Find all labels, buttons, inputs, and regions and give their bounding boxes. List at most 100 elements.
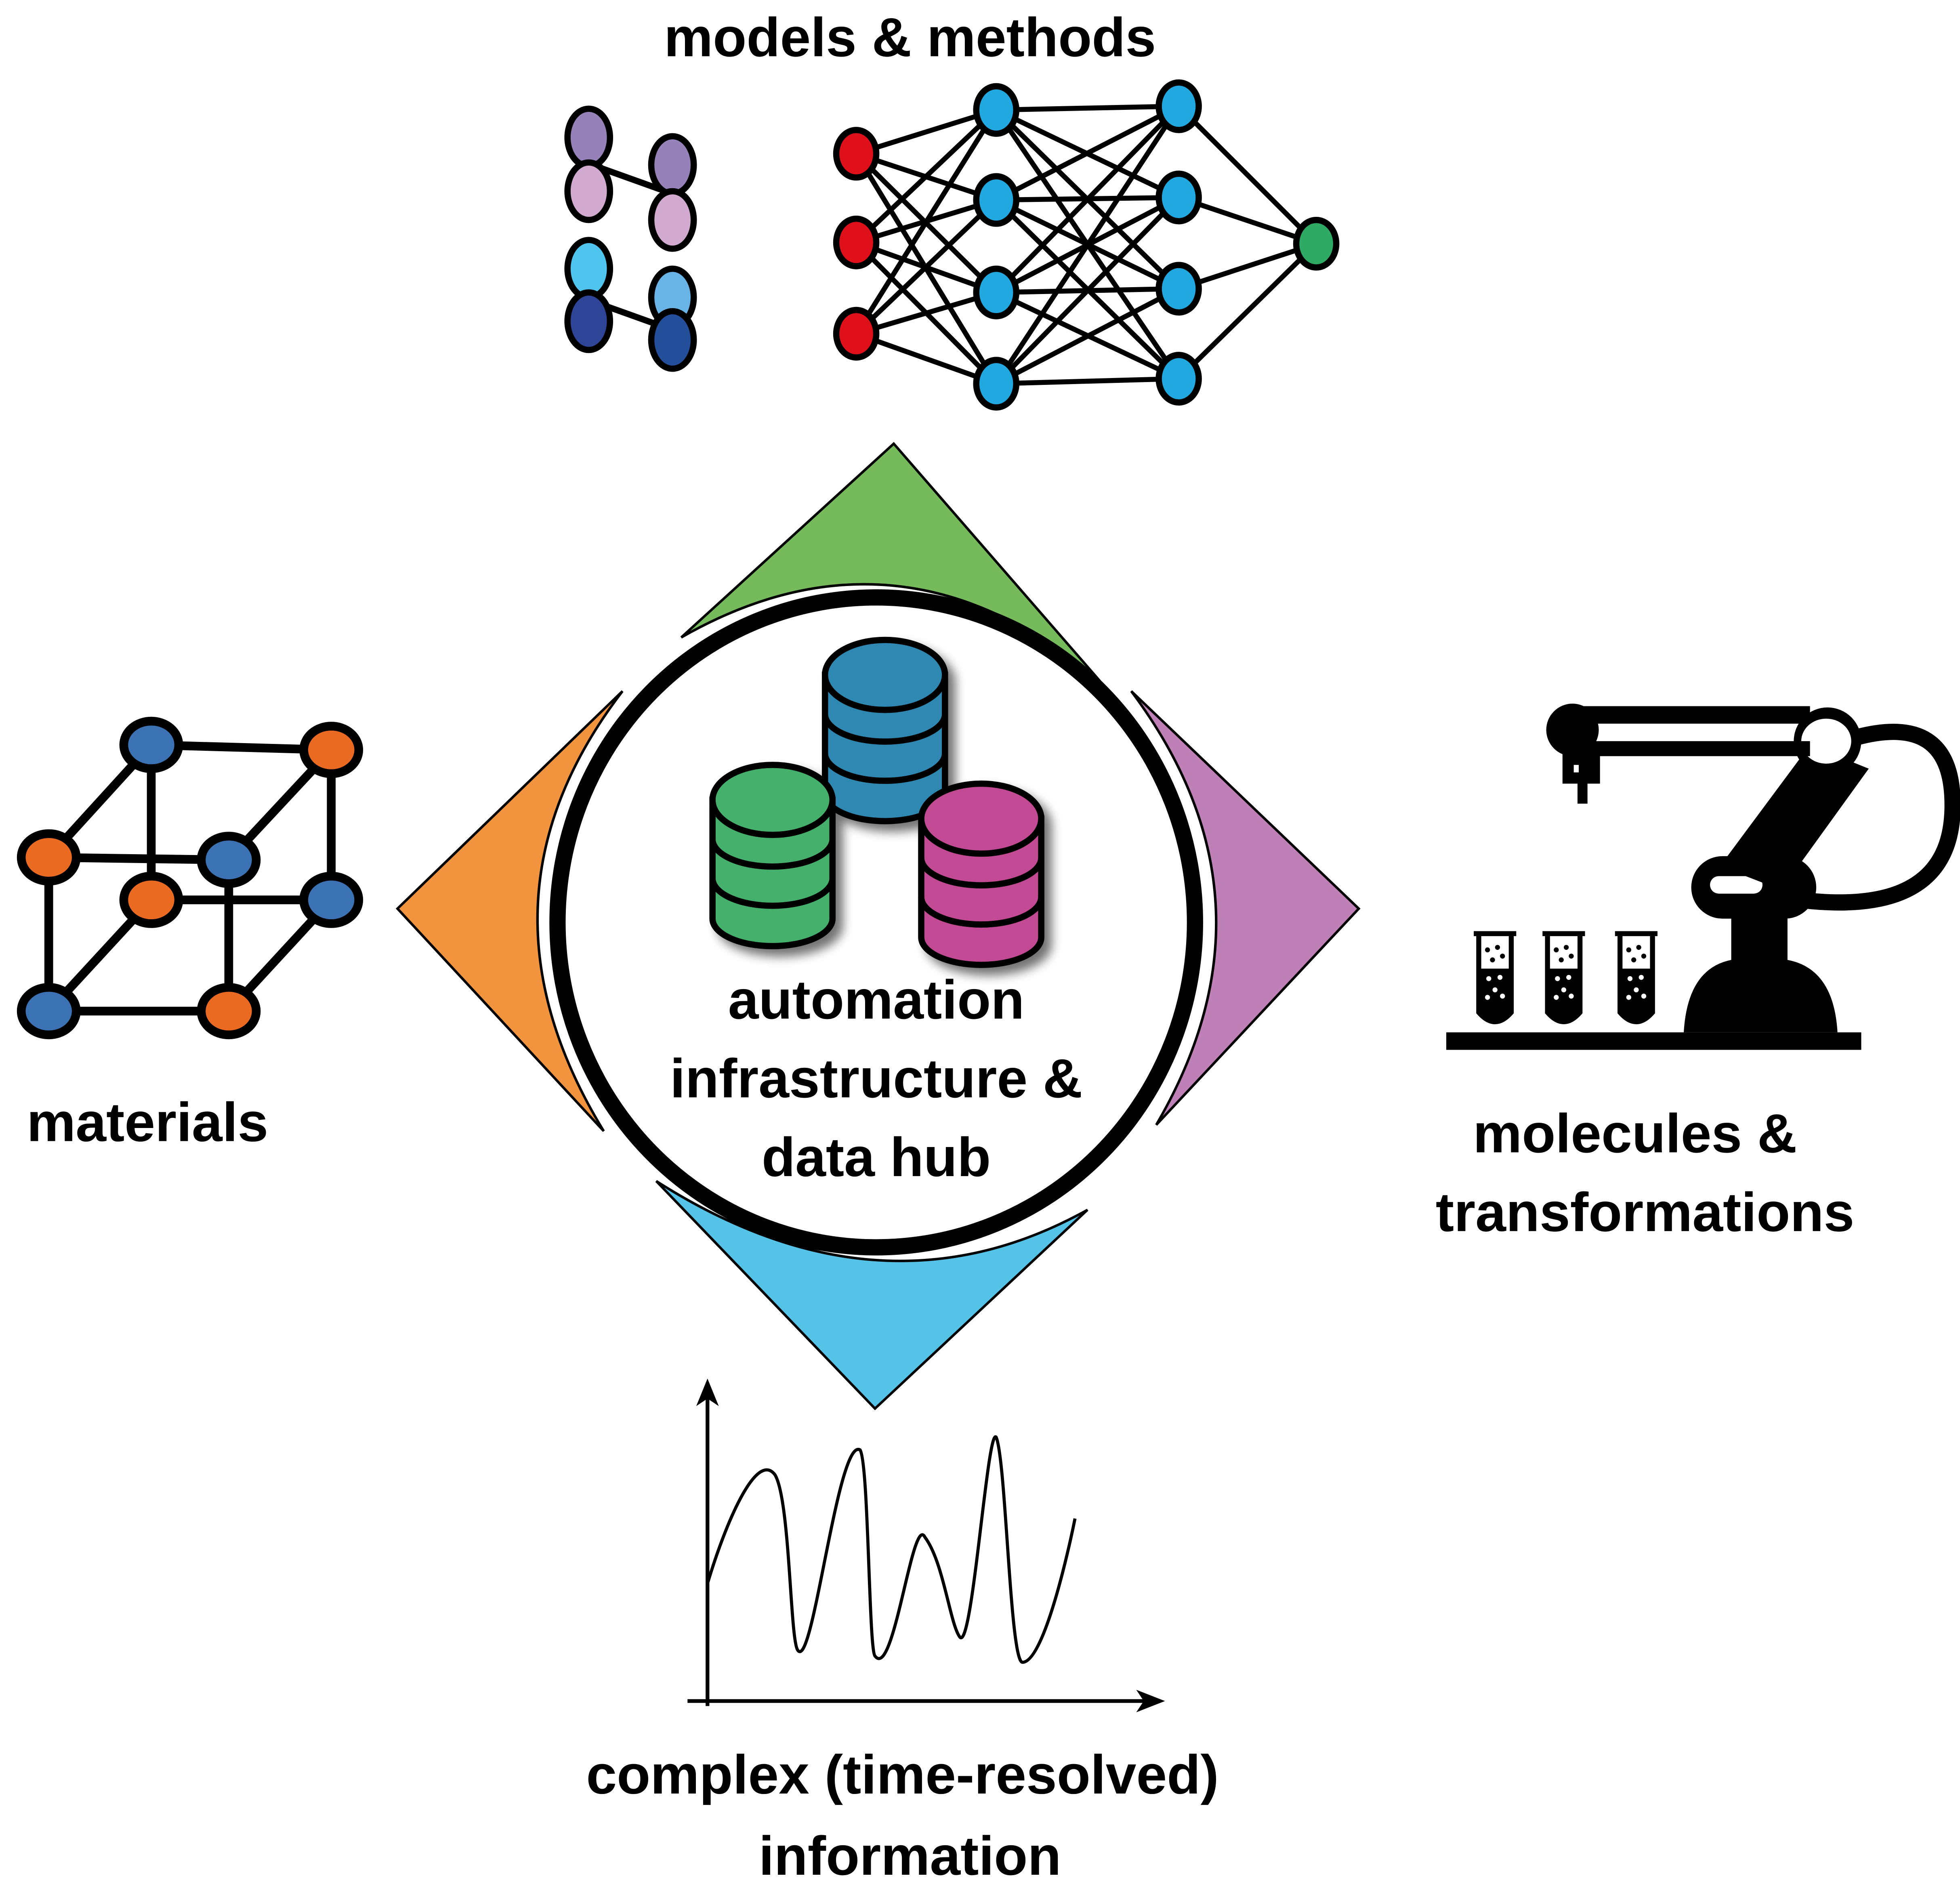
tube-bubble (1626, 947, 1632, 953)
nn-connection (1177, 242, 1318, 381)
nn-connection (855, 331, 997, 386)
lattice-atom (119, 872, 183, 928)
nn-hidden-node (973, 265, 1019, 319)
tube-bubble (1566, 975, 1571, 980)
crystal-lattice-icon (17, 716, 363, 1040)
test-tubes (1474, 931, 1658, 1024)
tube-bubble (1569, 994, 1574, 999)
tube-bubble (1485, 995, 1490, 1000)
nn-connection (855, 107, 997, 156)
nn-hidden-node (1155, 352, 1202, 406)
plot-signal-line (706, 1435, 1077, 1664)
tube-bubble (1561, 987, 1567, 993)
hub-title-line-1: automation (728, 969, 1025, 1030)
tube-bubble (1559, 957, 1564, 962)
tube-bubble (1486, 976, 1492, 981)
nn-hidden-node (1155, 170, 1202, 225)
tube-liquid (1547, 968, 1580, 1022)
lattice-atom (17, 983, 81, 1040)
database-body (709, 796, 836, 949)
nn-hidden-node (1155, 262, 1202, 316)
orbital-lobe (564, 289, 613, 353)
nn-connection (1178, 195, 1317, 246)
nn-connection (854, 108, 998, 244)
tube-rim (1615, 931, 1658, 936)
robot-cable (1799, 724, 1960, 911)
database-green (709, 762, 836, 949)
database-top (709, 762, 836, 838)
robot-upper-arm-lower (1572, 741, 1810, 756)
tube-bubble (1626, 995, 1632, 1000)
tube-bubble (1500, 994, 1505, 999)
database-top (918, 780, 1044, 857)
database-ring (709, 839, 836, 870)
nn-connection (855, 290, 997, 336)
pointer-left-orange (395, 690, 624, 1132)
tube-bubble (1554, 947, 1559, 953)
shoulder-hole (1801, 718, 1851, 764)
pointer-bottom-blue (655, 1180, 1088, 1411)
plot-x-arrowhead (1136, 1690, 1165, 1712)
section-title-complex-line-1: complex (time-resolved) (586, 1744, 1218, 1805)
nn-connection (1178, 241, 1317, 291)
lattice-atom (299, 872, 363, 928)
section-title-materials: materials (27, 1091, 268, 1153)
pointer-right-purple (1130, 690, 1361, 1126)
nn-connection (994, 105, 1181, 385)
tube-bubble (1641, 954, 1647, 959)
nn-input-node (833, 127, 880, 181)
hub-circle (549, 589, 1203, 1256)
robot-head (1546, 704, 1599, 756)
nn-hidden-node (973, 173, 1019, 227)
lattice-atom (119, 716, 183, 773)
database-ring (709, 878, 836, 909)
tube-bubble (1490, 957, 1495, 962)
lattice-atom (17, 829, 81, 886)
database-blue (821, 636, 948, 824)
nn-hidden-node (973, 357, 1019, 411)
nn-connection (994, 195, 1181, 386)
orbital-lobe (648, 188, 697, 252)
orbital-icon (564, 105, 697, 372)
tube-bubble (1555, 976, 1560, 981)
orbital-lobe (648, 308, 697, 372)
database-body (918, 815, 1044, 968)
orbital-lobe (564, 105, 613, 170)
nn-output-node (1293, 216, 1340, 271)
database-ring (918, 897, 1044, 928)
tube-bubble (1636, 945, 1641, 950)
nn-connection (854, 109, 998, 335)
robot-lower-arm (1720, 745, 1869, 890)
tube-rim (1474, 931, 1517, 936)
orbital-lobe (648, 133, 697, 197)
nn-hidden-node (1155, 79, 1202, 133)
elbow-slot (1710, 876, 1763, 894)
section-title-molecules-line-2: transformations (1436, 1181, 1855, 1243)
tube-bubble (1563, 945, 1569, 950)
lattice-atom (197, 832, 261, 888)
lattice-atom (197, 983, 261, 1040)
section-title-molecules-line-1: molecules & (1473, 1103, 1797, 1164)
tube-bubble (1641, 994, 1647, 999)
bench (1446, 1032, 1861, 1050)
database-ring (821, 753, 948, 784)
nn-connection (854, 198, 998, 336)
signal-plot-icon (687, 1378, 1165, 1712)
tube-bubble (1495, 945, 1500, 950)
database-ring (821, 714, 948, 745)
database-stack-icon (709, 636, 1044, 968)
tube-rim (1542, 931, 1585, 936)
gripper-slot (1573, 765, 1579, 773)
hub-title-line-2: infrastructure & (670, 1048, 1082, 1109)
tube-bubble (1554, 995, 1559, 1000)
nn-input-node (833, 307, 880, 361)
database-ring (918, 857, 1044, 889)
tube-bubble (1492, 987, 1498, 993)
tube-bubble (1639, 975, 1644, 980)
robot-base (1683, 881, 1838, 1033)
nn-connection (996, 376, 1179, 387)
orbital-lobe (564, 159, 613, 223)
nn-connection (1177, 104, 1318, 246)
nn-hidden-node (973, 83, 1019, 137)
